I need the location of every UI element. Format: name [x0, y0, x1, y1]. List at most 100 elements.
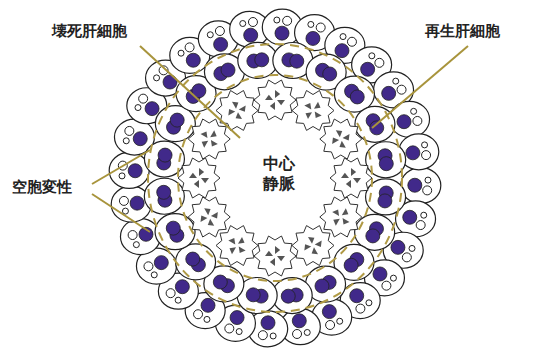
nucleus: [350, 90, 364, 104]
zone-boundary: [178, 75, 372, 281]
cell-outline: [254, 236, 296, 276]
vacuole: [119, 196, 128, 205]
regenerating-cell: [155, 214, 195, 250]
nucleus: [133, 132, 147, 146]
nucleus: [246, 288, 260, 302]
necrotic-cell: [320, 197, 362, 237]
nucleus: [128, 164, 142, 178]
debris: [228, 109, 235, 115]
nucleus: [170, 113, 184, 127]
debris: [265, 251, 273, 256]
nucleus: [290, 54, 304, 68]
cell-outline: [188, 119, 230, 159]
debris: [275, 90, 280, 98]
cell-outline: [320, 197, 362, 237]
vacuole: [402, 253, 411, 262]
vacuole: [425, 177, 431, 183]
vacuole: [119, 173, 125, 179]
vacuole: [144, 262, 153, 271]
nucleus: [323, 67, 337, 81]
debris: [314, 102, 321, 109]
vacuole: [337, 318, 343, 324]
debris: [342, 208, 349, 215]
debris: [277, 100, 285, 105]
vacuole: [283, 16, 292, 25]
vacuole: [207, 32, 213, 38]
nucleus: [157, 185, 171, 199]
necrotic-cell: [188, 197, 230, 237]
debris: [305, 112, 312, 119]
cell-outline: [178, 158, 220, 198]
debris: [343, 218, 350, 225]
vacuole: [154, 75, 160, 81]
vacuole: [316, 23, 325, 32]
vacuole: [369, 53, 375, 59]
debris: [210, 130, 217, 137]
cell-outline: [216, 91, 258, 131]
debris: [199, 168, 204, 176]
debris: [275, 246, 280, 254]
zone-boundary: [148, 44, 402, 312]
debris: [201, 178, 209, 183]
debris: [211, 140, 218, 147]
debris: [229, 247, 236, 254]
nucleus: [154, 256, 168, 270]
nucleus: [201, 298, 215, 312]
nucleus: [378, 194, 392, 208]
debris: [336, 130, 342, 137]
leader-line: [372, 46, 468, 128]
leader-line: [92, 150, 150, 184]
necrotic-cell: [254, 236, 296, 276]
nucleus: [391, 240, 405, 254]
debris: [308, 237, 314, 244]
nucleus: [130, 196, 144, 210]
vacuole: [175, 297, 181, 303]
nucleus: [158, 148, 172, 162]
vacuole: [274, 17, 280, 23]
vacuole: [122, 208, 128, 214]
callout-label: 再生肝細胞: [425, 22, 500, 41]
nucleus: [379, 157, 393, 171]
debris: [332, 209, 339, 216]
nucleus: [186, 252, 200, 266]
vacuole: [133, 242, 139, 248]
nucleus: [361, 62, 375, 76]
vacuole: [166, 289, 175, 298]
nucleus: [366, 229, 380, 243]
nucleus: [306, 31, 320, 45]
necrotic-cell: [292, 91, 334, 131]
nucleus: [397, 115, 411, 129]
vacuole: [139, 94, 148, 103]
debris: [228, 238, 235, 245]
leader-line: [92, 194, 150, 232]
debris: [304, 103, 311, 110]
necrotic-cell: [178, 158, 220, 198]
nucleus: [350, 289, 364, 303]
debris: [232, 102, 238, 109]
nucleus: [403, 210, 417, 224]
nucleus: [221, 63, 235, 77]
vacuole: [194, 310, 203, 319]
vacuole: [248, 18, 257, 27]
vacuole: [423, 186, 432, 195]
nucleus: [186, 53, 200, 67]
vacuolated-cell: [120, 219, 160, 255]
nucleus: [166, 221, 180, 235]
vacuole: [270, 333, 276, 339]
vacuole: [151, 272, 157, 278]
debris: [239, 247, 246, 254]
debris: [315, 111, 322, 118]
vacuole: [416, 221, 425, 230]
leader-lines: [92, 46, 468, 232]
nucleus: [255, 53, 269, 67]
vacuole: [204, 316, 210, 322]
vacuole: [304, 329, 310, 335]
vacuole: [125, 126, 134, 135]
cell-outline: [238, 42, 278, 78]
nucleus: [261, 316, 275, 330]
debris: [189, 173, 197, 178]
nucleus: [244, 28, 258, 42]
debris: [333, 219, 340, 226]
vacuole: [382, 281, 391, 290]
